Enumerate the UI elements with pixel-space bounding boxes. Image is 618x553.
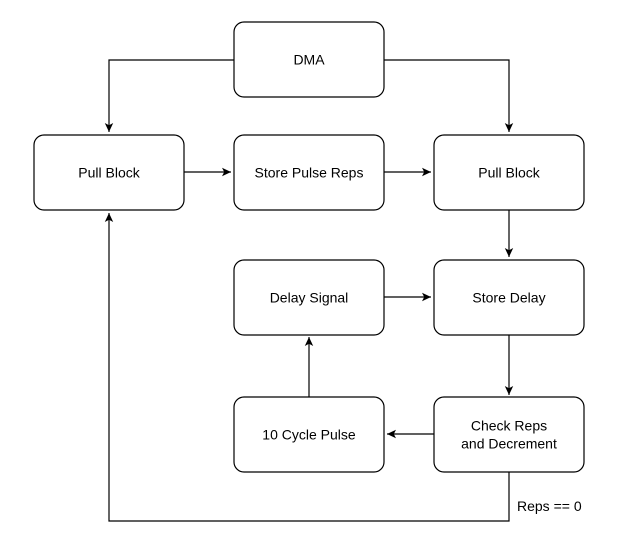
node-pull-block-right: Pull Block bbox=[433, 134, 585, 211]
node-store-delay: Store Delay bbox=[433, 259, 585, 336]
node-store-pulse-reps: Store Pulse Reps bbox=[233, 134, 385, 211]
node-check-reps-label-line2: and Decrement bbox=[461, 436, 557, 452]
node-check-reps-and-decrement: Check Reps and Decrement bbox=[433, 396, 585, 473]
node-pull-block-left: Pull Block bbox=[33, 134, 185, 211]
node-pull-block-left-label: Pull Block bbox=[78, 165, 140, 181]
node-dma: DMA bbox=[233, 21, 385, 98]
node-pull-block-right-label: Pull Block bbox=[478, 165, 540, 181]
edge-dma-to-pull-block-right bbox=[384, 59, 514, 132]
node-dma-label: DMA bbox=[293, 52, 325, 68]
node-10-cycle-pulse-label: 10 Cycle Pulse bbox=[262, 427, 356, 443]
node-store-delay-label: Store Delay bbox=[472, 290, 545, 306]
edge-check-reps-to-pull-block-left bbox=[104, 213, 510, 522]
node-10-cycle-pulse: 10 Cycle Pulse bbox=[233, 396, 385, 473]
node-check-reps-label-line1: Check Reps bbox=[471, 418, 547, 434]
node-delay-signal-label: Delay Signal bbox=[270, 290, 349, 306]
edge-label-reps-zero: Reps == 0 bbox=[517, 498, 582, 514]
node-store-pulse-reps-label: Store Pulse Reps bbox=[255, 165, 364, 181]
edge-dma-to-pull-block-left bbox=[104, 59, 234, 132]
node-delay-signal: Delay Signal bbox=[233, 259, 385, 336]
